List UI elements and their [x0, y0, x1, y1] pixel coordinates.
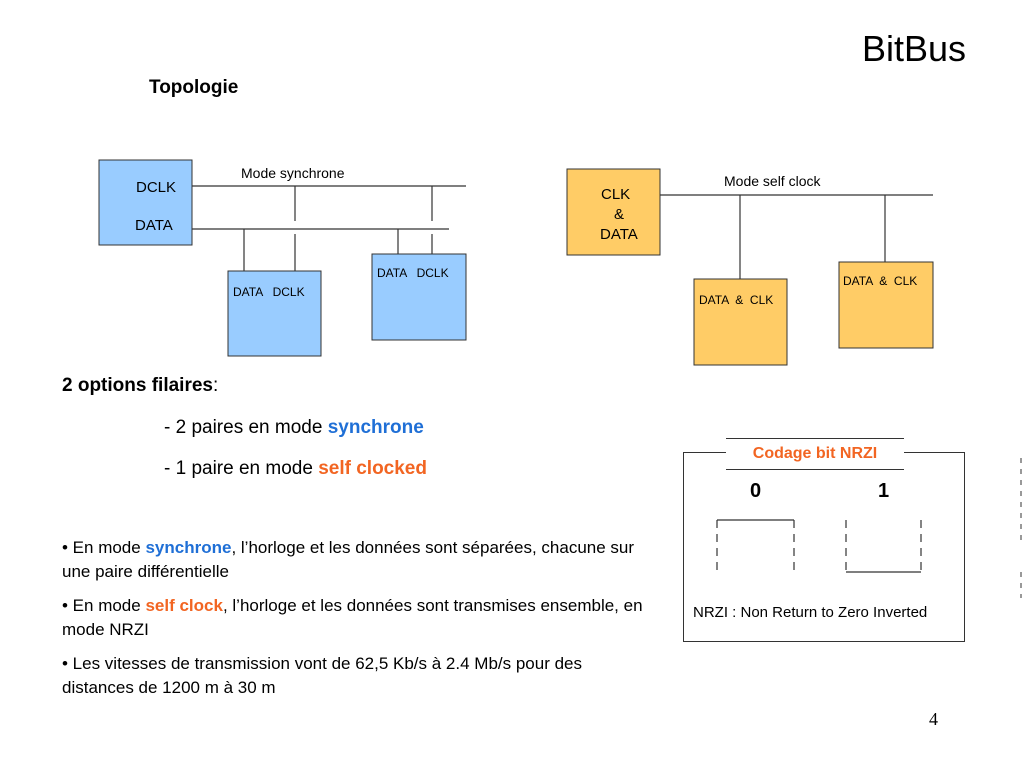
self-master-data: DATA — [600, 226, 638, 243]
option-self-keyword: self clocked — [318, 458, 427, 479]
options-heading: 2 options filaires: — [62, 375, 218, 397]
sync-node-label: DATA DCLK — [377, 266, 449, 280]
bit1-label: 1 — [878, 480, 890, 502]
page-number: 4 — [929, 709, 938, 729]
nrzi-title: Codage bit NRZI — [726, 438, 904, 470]
option-self-prefix: - 1 paire en mode — [164, 458, 319, 479]
bullet-self: • En mode self clock, l’horloge et les d… — [62, 594, 652, 642]
self-mode-label: Mode self clock — [724, 173, 821, 189]
bullet-list: • En mode synchrone, l’horloge et les do… — [62, 536, 652, 710]
sync-master-box — [98, 159, 193, 246]
self-node-box — [693, 278, 788, 366]
sync-mode-label: Mode synchrone — [241, 165, 345, 181]
bullet-sync-text: , l’horloge et les données sont séparées… — [62, 538, 635, 581]
bullet-sync: • En mode synchrone, l’horloge et les do… — [62, 536, 652, 584]
bullet-speeds: • Les vitesses de transmission vont de 6… — [62, 654, 583, 697]
bullet-sync-prefix: • En mode — [62, 538, 146, 557]
sync-node-box — [227, 270, 322, 357]
sync-master-dclk: DCLK — [136, 179, 176, 196]
bit0-label: 0 — [750, 480, 762, 502]
self-master-amp: & — [614, 206, 624, 223]
bullet-self-keyword: self clock — [145, 596, 223, 615]
self-node-label: DATA & CLK — [699, 293, 773, 307]
sync-master-data: DATA — [135, 217, 173, 234]
bullet-self-text: , l’horloge et les données sont transmis… — [62, 596, 643, 639]
self-master-clk: CLK — [601, 186, 630, 203]
option-sync-keyword: synchrone — [327, 417, 424, 438]
slide-title: BitBus — [861, 28, 966, 69]
nrzi-footer: NRZI : Non Return to Zero Inverted — [693, 604, 928, 621]
bullet-sync-keyword: synchrone — [145, 538, 232, 557]
bullet-self-prefix: • En mode — [62, 596, 146, 615]
sync-diagram: DCLK DATA Mode synchrone DATA DCLK DATA … — [98, 159, 467, 357]
option-self: - 1 paire en mode self clocked — [164, 458, 427, 480]
self-clock-diagram: CLK & DATA Mode self clock DATA & CLK DA… — [566, 168, 934, 366]
options-heading-text: 2 options filaires — [62, 375, 213, 396]
self-node-label: DATA & CLK — [843, 274, 917, 288]
self-node-box — [838, 261, 934, 349]
option-sync-prefix: - 2 paires en mode — [164, 417, 328, 438]
slide-subtitle: Topologie — [149, 77, 239, 98]
sync-node-box — [371, 253, 467, 341]
options-heading-suffix: : — [212, 375, 219, 396]
nrzi-waveforms — [716, 519, 922, 573]
sync-node-label: DATA DCLK — [233, 285, 305, 299]
option-sync: - 2 paires en mode synchrone — [164, 417, 424, 439]
self-master-box — [566, 168, 661, 256]
